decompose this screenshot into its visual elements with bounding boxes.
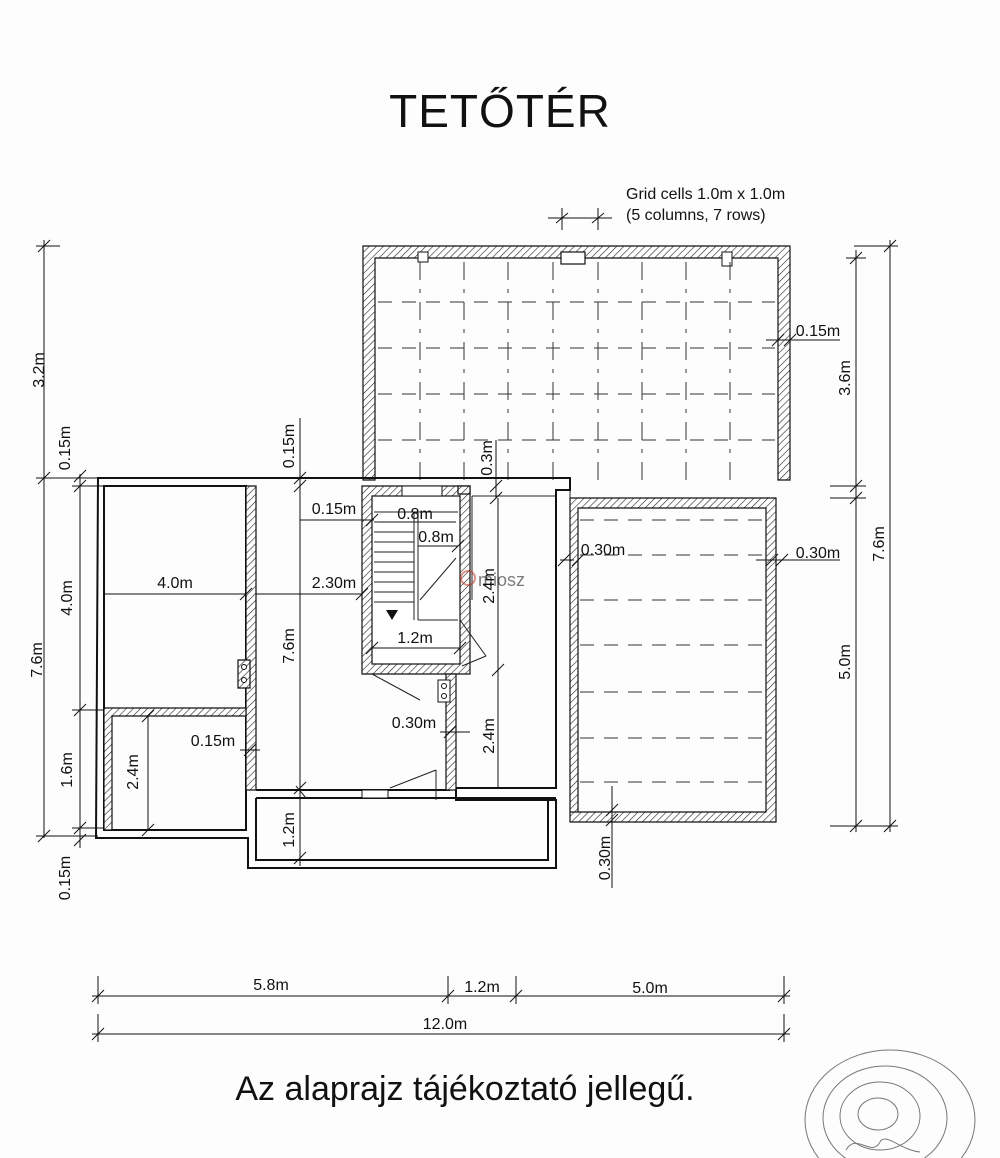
dim-room-0-15: 0.15m bbox=[191, 733, 235, 750]
dim-stair-0-8-inner: 0.8m bbox=[418, 529, 454, 546]
dim-right-7-6: 7.6m bbox=[871, 526, 888, 562]
dim-left-7-6: 7.6m bbox=[29, 642, 46, 678]
dim-stair-0-3: 0.3m bbox=[479, 440, 496, 476]
dim-stair-2-30: 2.30m bbox=[312, 575, 356, 592]
dim-corridor-7-6: 7.6m bbox=[281, 628, 298, 664]
watermark: miosz bbox=[460, 570, 525, 590]
lower-grid-lines bbox=[580, 519, 764, 783]
stair-arrow-icon bbox=[386, 610, 398, 620]
dim-room-4-0: 4.0m bbox=[157, 575, 193, 592]
upper-right-room bbox=[362, 245, 791, 481]
watermark-text: miosz bbox=[478, 570, 525, 590]
dim-left-4-0: 4.0m bbox=[59, 580, 76, 616]
stair-treads bbox=[374, 511, 458, 621]
dim-right-0-30-right: 0.30m bbox=[796, 545, 840, 562]
dimension-labels: 3.2m 0.15m 7.6m 0.15m 4.0m 1.6m 4.0m 2.4… bbox=[29, 323, 888, 1033]
lower-right-room bbox=[569, 488, 777, 823]
dim-stair-0-8-top: 0.8m bbox=[397, 506, 433, 523]
dim-bottom-5-8: 5.8m bbox=[253, 977, 289, 994]
dim-mid-2-4-bottom: 2.4m bbox=[481, 718, 498, 754]
dim-stair-1-2: 1.2m bbox=[397, 630, 433, 647]
dim-left-0-15-bottom: 0.15m bbox=[57, 856, 74, 900]
dim-left-1-6: 1.6m bbox=[59, 752, 76, 788]
plan-title: TETŐTÉR bbox=[389, 85, 611, 137]
dim-right-0-15: 0.15m bbox=[796, 323, 840, 340]
dim-right-5-0: 5.0m bbox=[837, 644, 854, 680]
stairwell bbox=[361, 485, 556, 791]
dim-room-2-4: 2.4m bbox=[125, 754, 142, 790]
grid-note-line2: (5 columns, 7 rows) bbox=[626, 207, 766, 224]
dim-stair-0-15: 0.15m bbox=[312, 501, 356, 518]
dim-bottom-1-2: 1.2m bbox=[464, 979, 500, 996]
upper-grid-lines bbox=[378, 262, 775, 480]
dim-left-3-2: 3.2m bbox=[31, 352, 48, 388]
disclaimer-footnote: Az alaprajz tájékoztató jellegű. bbox=[235, 1070, 695, 1108]
watermark-logo-icon bbox=[460, 570, 476, 586]
dim-right-0-30-left: 0.30m bbox=[581, 542, 625, 559]
dim-left-0-15-top: 0.15m bbox=[57, 426, 74, 470]
dim-mid-2-4-top: 2.4m bbox=[481, 568, 498, 604]
left-block bbox=[94, 477, 571, 869]
dim-mid-0-30: 0.30m bbox=[392, 715, 436, 732]
left-dimension-lines bbox=[36, 239, 104, 848]
dim-bottom-5-0: 5.0m bbox=[632, 980, 668, 997]
dim-corridor-1-2: 1.2m bbox=[281, 812, 298, 848]
right-dimension-lines bbox=[557, 239, 898, 888]
signature-flourish-icon bbox=[804, 1049, 976, 1158]
grid-note-line1: Grid cells 1.0m x 1.0m bbox=[626, 186, 785, 203]
dim-bottom-12-0: 12.0m bbox=[423, 1016, 467, 1033]
dim-corridor-0-15: 0.15m bbox=[281, 424, 298, 468]
bottom-dimension-lines bbox=[91, 976, 791, 1042]
dim-right-3-6: 3.6m bbox=[837, 360, 854, 396]
dim-bottom-0-30: 0.30m bbox=[597, 836, 614, 880]
interior-dimension-lines bbox=[104, 418, 505, 866]
grid-note: Grid cells 1.0m x 1.0m (5 columns, 7 row… bbox=[548, 186, 785, 230]
